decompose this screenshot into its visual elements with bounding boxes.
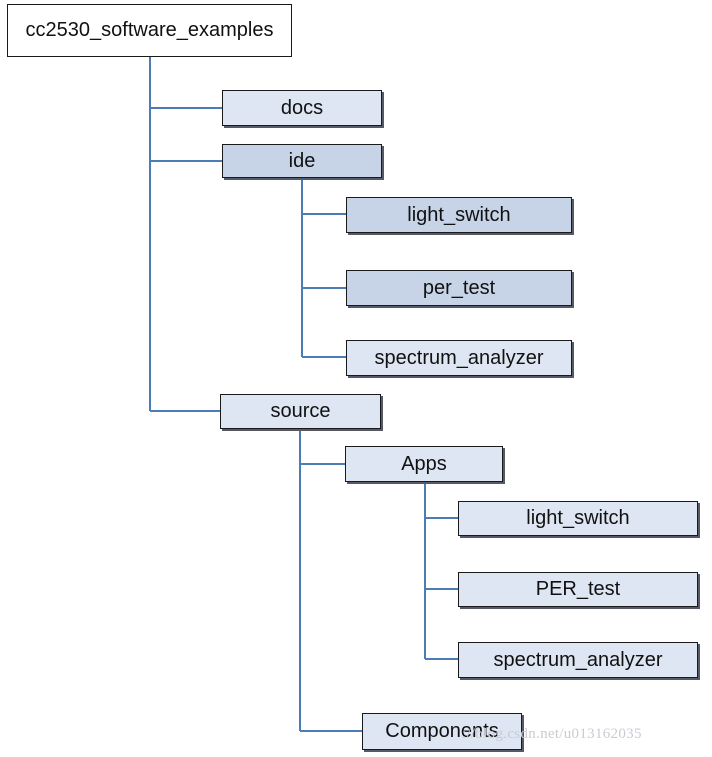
node-ide: ide: [222, 144, 382, 178]
node-components: Components: [362, 713, 522, 750]
node-apps-per-test: PER_test: [458, 572, 698, 607]
node-docs: docs: [222, 90, 382, 126]
node-apps-light-switch: light_switch: [458, 501, 698, 536]
node-apps: Apps: [345, 446, 503, 482]
node-ide-spectrum-analyzer: spectrum_analyzer: [346, 340, 572, 376]
node-ide-light-switch: light_switch: [346, 197, 572, 233]
node-ide-per-test: per_test: [346, 270, 572, 306]
watermark-text: ://blog.csdn.net/u013162035: [462, 726, 642, 742]
node-apps-spectrum-analyzer: spectrum_analyzer: [458, 642, 698, 678]
root-node: cc2530_software_examples: [7, 4, 292, 57]
node-source: source: [220, 394, 381, 429]
